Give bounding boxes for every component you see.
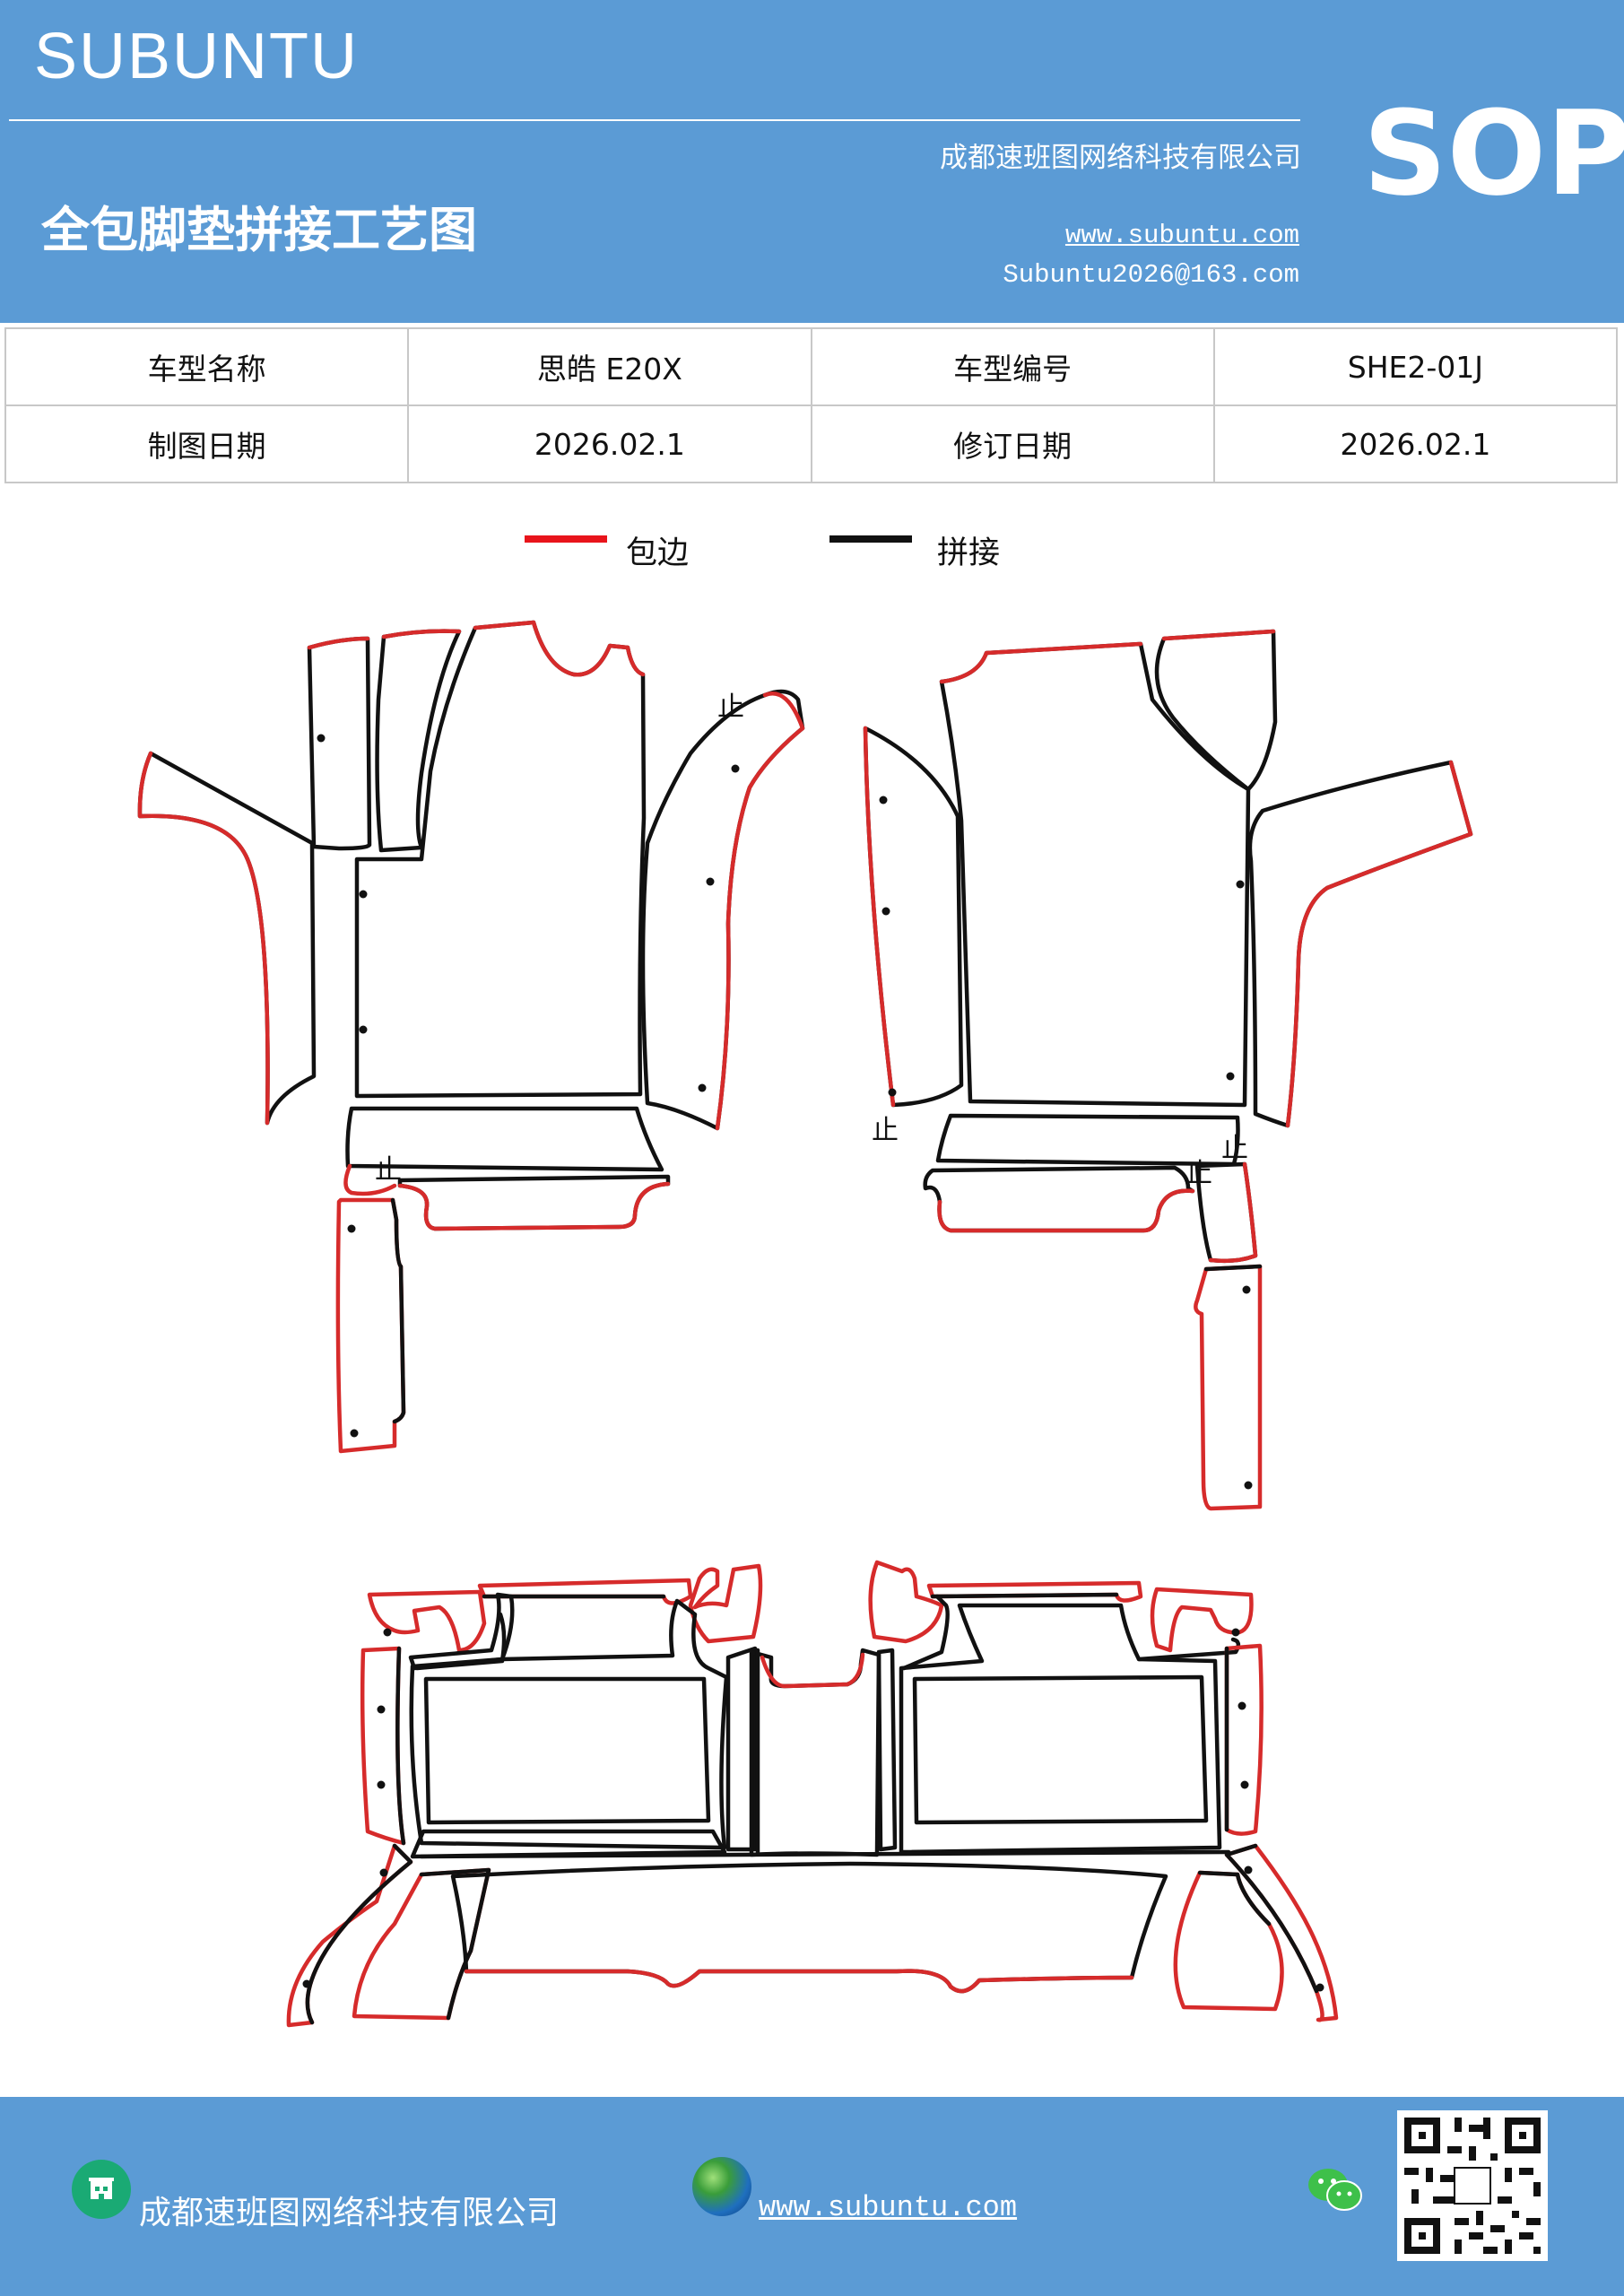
header-divider xyxy=(9,119,1300,121)
header-banner xyxy=(0,0,1624,323)
table-row: 车型名称 思皓 E20X 车型编号 SHE2-01J xyxy=(4,327,1619,406)
stop-mark: 止 xyxy=(1185,1158,1212,1189)
model-code-label: 车型编号 xyxy=(810,327,1215,406)
stop-mark: 止 xyxy=(1221,1133,1248,1164)
draw-date-value: 2026.02.1 xyxy=(407,404,812,483)
vehicle-info-table: 车型名称 思皓 E20X 车型编号 SHE2-01J 制图日期 2026.02.… xyxy=(4,327,1619,483)
draw-date-label: 制图日期 xyxy=(4,404,410,483)
sop-label: SOP xyxy=(1363,85,1624,222)
building-icon xyxy=(89,2178,114,2199)
legend-seam-swatch xyxy=(829,535,912,543)
company-name: 成都速班图网络科技有限公司 xyxy=(940,142,1301,174)
model-code-value: SHE2-01J xyxy=(1212,327,1619,406)
stop-mark: 止 xyxy=(717,691,744,723)
email-address: Subuntu2026@163.com xyxy=(1003,260,1299,290)
page-title: 全包脚垫拼接工艺图 xyxy=(41,201,477,258)
wechat-icon[interactable] xyxy=(1305,2163,1364,2217)
footer-company-name: 成都速班图网络科技有限公司 xyxy=(139,2195,560,2231)
legend-seam-label: 拼接 xyxy=(937,535,1001,571)
legend-edge-swatch xyxy=(525,535,607,543)
company-icon xyxy=(72,2160,131,2219)
website-link[interactable]: www.subuntu.com xyxy=(1064,221,1299,250)
front-left-mat: 止 止 xyxy=(137,620,805,1454)
rear-mat xyxy=(286,1560,1339,2028)
model-name-label: 车型名称 xyxy=(4,327,410,406)
model-name-value: 思皓 E20X xyxy=(407,327,812,406)
qr-code xyxy=(1397,2110,1548,2261)
stop-mark: 止 xyxy=(375,1154,402,1186)
revise-date-label: 修订日期 xyxy=(810,404,1215,483)
table-row: 制图日期 2026.02.1 修订日期 2026.02.1 xyxy=(4,404,1619,483)
stop-mark: 止 xyxy=(872,1115,899,1146)
legend-edge-label: 包边 xyxy=(626,535,690,571)
footer-website-link[interactable]: www.subuntu.com xyxy=(759,2191,1018,2224)
brand-name: SUBUNTU xyxy=(34,21,360,92)
revise-date-value: 2026.02.1 xyxy=(1212,404,1619,483)
front-right-mat: 止 止 止 xyxy=(863,629,1473,1511)
globe-icon xyxy=(692,2157,751,2216)
